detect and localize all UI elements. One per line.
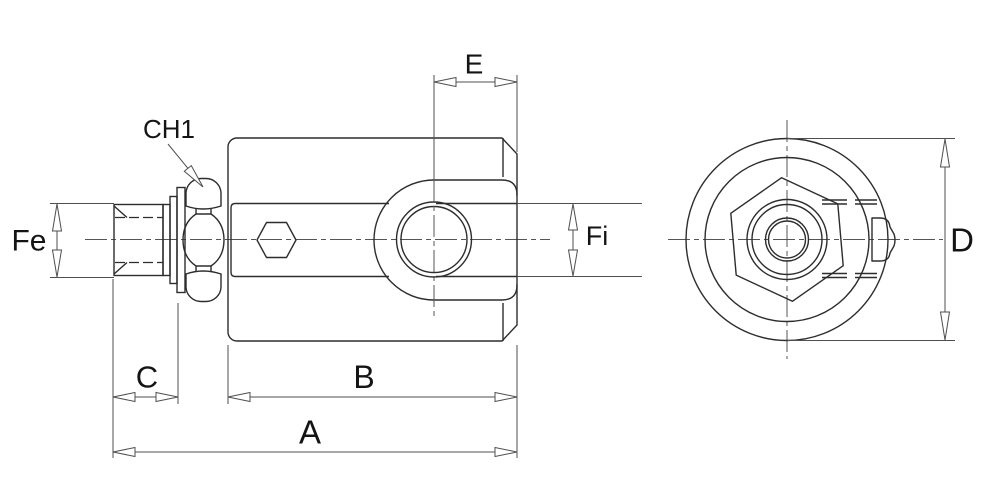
thread-minor-dia-dashed [115, 216, 163, 264]
set-screw-hex [256, 221, 297, 259]
dim-fi: Fi [517, 203, 642, 277]
hex-nut-side [182, 177, 225, 303]
side-view [85, 75, 550, 342]
b-arrow-left [227, 391, 251, 403]
center-hole-outer [764, 217, 810, 262]
fe-extension-lines [50, 203, 114, 278]
label-d: D [950, 222, 974, 259]
ch1-leader-line [167, 143, 189, 169]
slot-right [436, 202, 517, 278]
e-arrow-right [494, 76, 518, 88]
eye-boss [373, 75, 518, 318]
fi-arrow-down [567, 249, 579, 277]
dim-a: A [112, 414, 518, 458]
fe-arrow-up [51, 203, 63, 232]
hidden-dashes-top [822, 199, 877, 205]
a-arrow-left [112, 446, 136, 458]
b-arrow-right [494, 391, 518, 403]
nut-neck-lower [195, 265, 212, 272]
boss-bottom [433, 284, 518, 301]
dim-d: D [787, 138, 974, 341]
body-step-circle [704, 156, 870, 323]
d-extension-lines [787, 138, 955, 341]
dim-c: C [112, 279, 179, 458]
label-a: A [299, 414, 321, 451]
dim-ch1: CH1 [143, 114, 204, 188]
slot-left [230, 202, 389, 278]
c-extension-lines [112, 279, 179, 458]
a-arrow-right [494, 446, 518, 458]
label-fi: Fi [586, 221, 609, 251]
label-fe: Fe [11, 225, 46, 258]
side-lug [871, 217, 896, 262]
body [227, 137, 518, 342]
c-arrow-right [155, 391, 179, 403]
lug-outline [871, 217, 896, 262]
c-arrow-left [112, 391, 136, 403]
label-ch1: CH1 [143, 114, 195, 144]
threaded-stud [113, 186, 186, 294]
thread-circle-inner [751, 203, 823, 276]
dim-fe: Fe [11, 203, 114, 278]
body-outline [227, 137, 518, 342]
fi-arrow-up [567, 203, 579, 231]
center-hole-inner [767, 220, 807, 259]
label-c: C [136, 360, 158, 395]
nut-top-lobe [185, 177, 222, 210]
dim-e: E [433, 49, 518, 152]
d-arrow-down [939, 311, 951, 341]
e-arrow-left [433, 76, 457, 88]
b-extension-lines [227, 345, 518, 458]
hidden-dashes-bottom [822, 272, 877, 279]
boss-top [433, 179, 518, 196]
label-b: B [353, 359, 374, 395]
fe-arrow-down [51, 249, 63, 278]
hidden-slot-lines [822, 199, 877, 279]
d-arrow-up [939, 138, 951, 168]
collar-washer [176, 186, 186, 294]
fi-extension-lines [517, 203, 642, 277]
nut-bottom-lobe [185, 270, 222, 303]
label-e: E [465, 49, 484, 80]
nut-neck-upper [195, 208, 212, 215]
thread-circle-outer [746, 198, 828, 281]
dimensions: CH1 E Fe Fi [11, 49, 974, 458]
thread-chamfer [113, 205, 128, 275]
boss-left-arc [373, 179, 435, 301]
dim-b: B [227, 345, 518, 458]
ch1-leader-arrow [183, 164, 204, 188]
